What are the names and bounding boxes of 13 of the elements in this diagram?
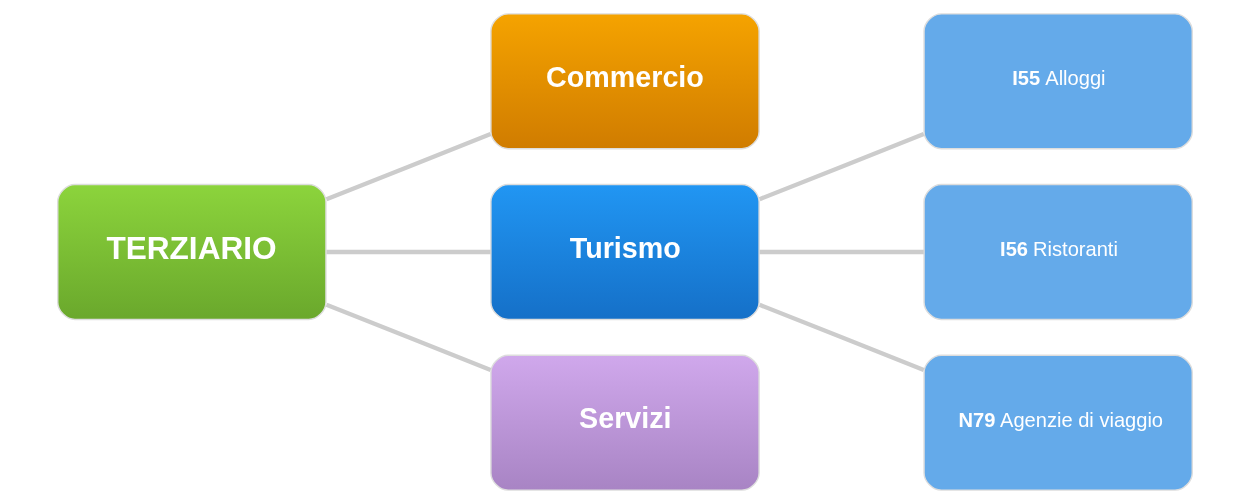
- node-box: N79 Agenzie di viaggio: [923, 354, 1193, 491]
- connector: [325, 132, 492, 202]
- node-box: Turismo: [490, 183, 760, 321]
- connector: [326, 249, 491, 255]
- node-box: I55 Alloggi: [923, 13, 1193, 150]
- node-box: Servizi: [490, 354, 760, 491]
- node-box: Commercio: [490, 13, 760, 150]
- node-box: TERZIARIO: [57, 183, 327, 321]
- connector: [758, 132, 925, 202]
- node-box: I56 Ristoranti: [923, 183, 1193, 321]
- connector: [758, 302, 925, 372]
- connector: [325, 302, 492, 372]
- connector: [759, 249, 924, 255]
